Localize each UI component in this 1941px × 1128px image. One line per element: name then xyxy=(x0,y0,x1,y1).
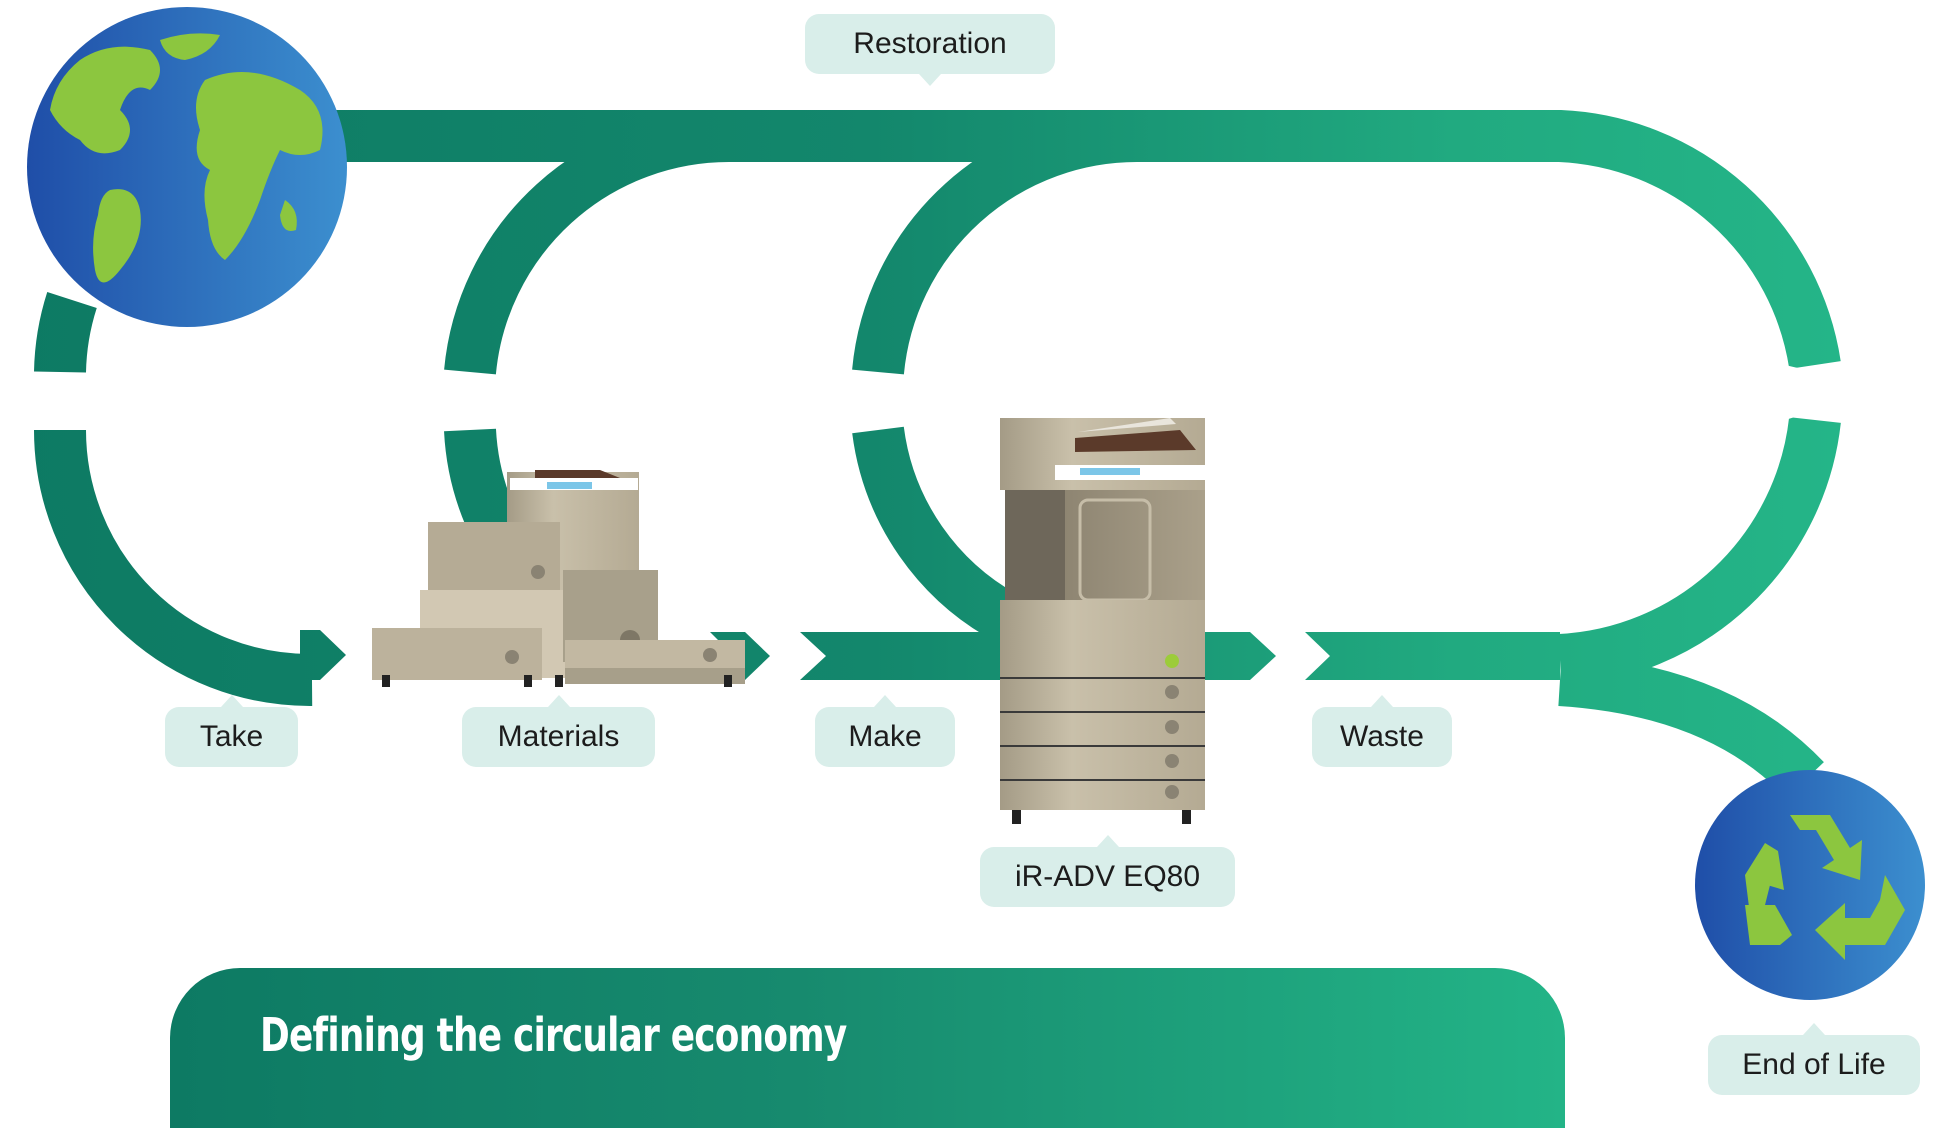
end-of-life-label: End of Life xyxy=(1708,1023,1920,1095)
label-pointer xyxy=(1096,835,1119,847)
end-of-life-text: End of Life xyxy=(1742,1048,1886,1081)
printer-parts-icon xyxy=(372,470,745,687)
waste-text: Waste xyxy=(1340,720,1424,753)
globe-icon xyxy=(27,7,347,327)
label-pointer xyxy=(547,695,570,707)
right-loop-lower xyxy=(1558,416,1841,686)
materials-loop-upper xyxy=(444,109,731,375)
materials-text: Materials xyxy=(497,720,620,753)
restoration-text: Restoration xyxy=(853,27,1007,60)
make-text: Make xyxy=(848,720,922,753)
product-text: iR-ADV EQ80 xyxy=(1014,860,1201,893)
label-pointer xyxy=(220,695,243,707)
outer-loop-top xyxy=(250,110,1841,370)
circular-economy-diagram: Restoration Take Materials Make Waste iR… xyxy=(27,7,1925,1128)
recycle-icon xyxy=(1695,770,1925,1000)
label-pointer xyxy=(1371,695,1393,707)
restoration-label: Restoration xyxy=(805,14,1055,86)
make-label: Make xyxy=(815,695,955,767)
waste-label: Waste xyxy=(1312,695,1452,767)
title-banner: Defining the circular economy xyxy=(170,968,1565,1128)
take-loop xyxy=(34,292,97,374)
diagram-title: Defining the circular economy xyxy=(260,1008,847,1062)
loop-breaks xyxy=(30,360,1850,430)
make-loop-lower xyxy=(852,426,1023,644)
materials-label: Materials xyxy=(462,695,655,767)
label-pointer xyxy=(1803,1023,1825,1035)
make-loop-upper xyxy=(852,109,1141,375)
product-label: iR-ADV EQ80 xyxy=(980,835,1235,907)
take-text: Take xyxy=(199,720,264,753)
end-of-life-branch xyxy=(1558,654,1824,799)
label-pointer xyxy=(919,74,941,86)
printer-icon xyxy=(1000,418,1205,824)
label-pointer xyxy=(874,695,896,707)
take-loop-lower xyxy=(34,429,313,707)
take-label: Take xyxy=(165,695,298,767)
flow-graphic xyxy=(27,7,1925,1000)
